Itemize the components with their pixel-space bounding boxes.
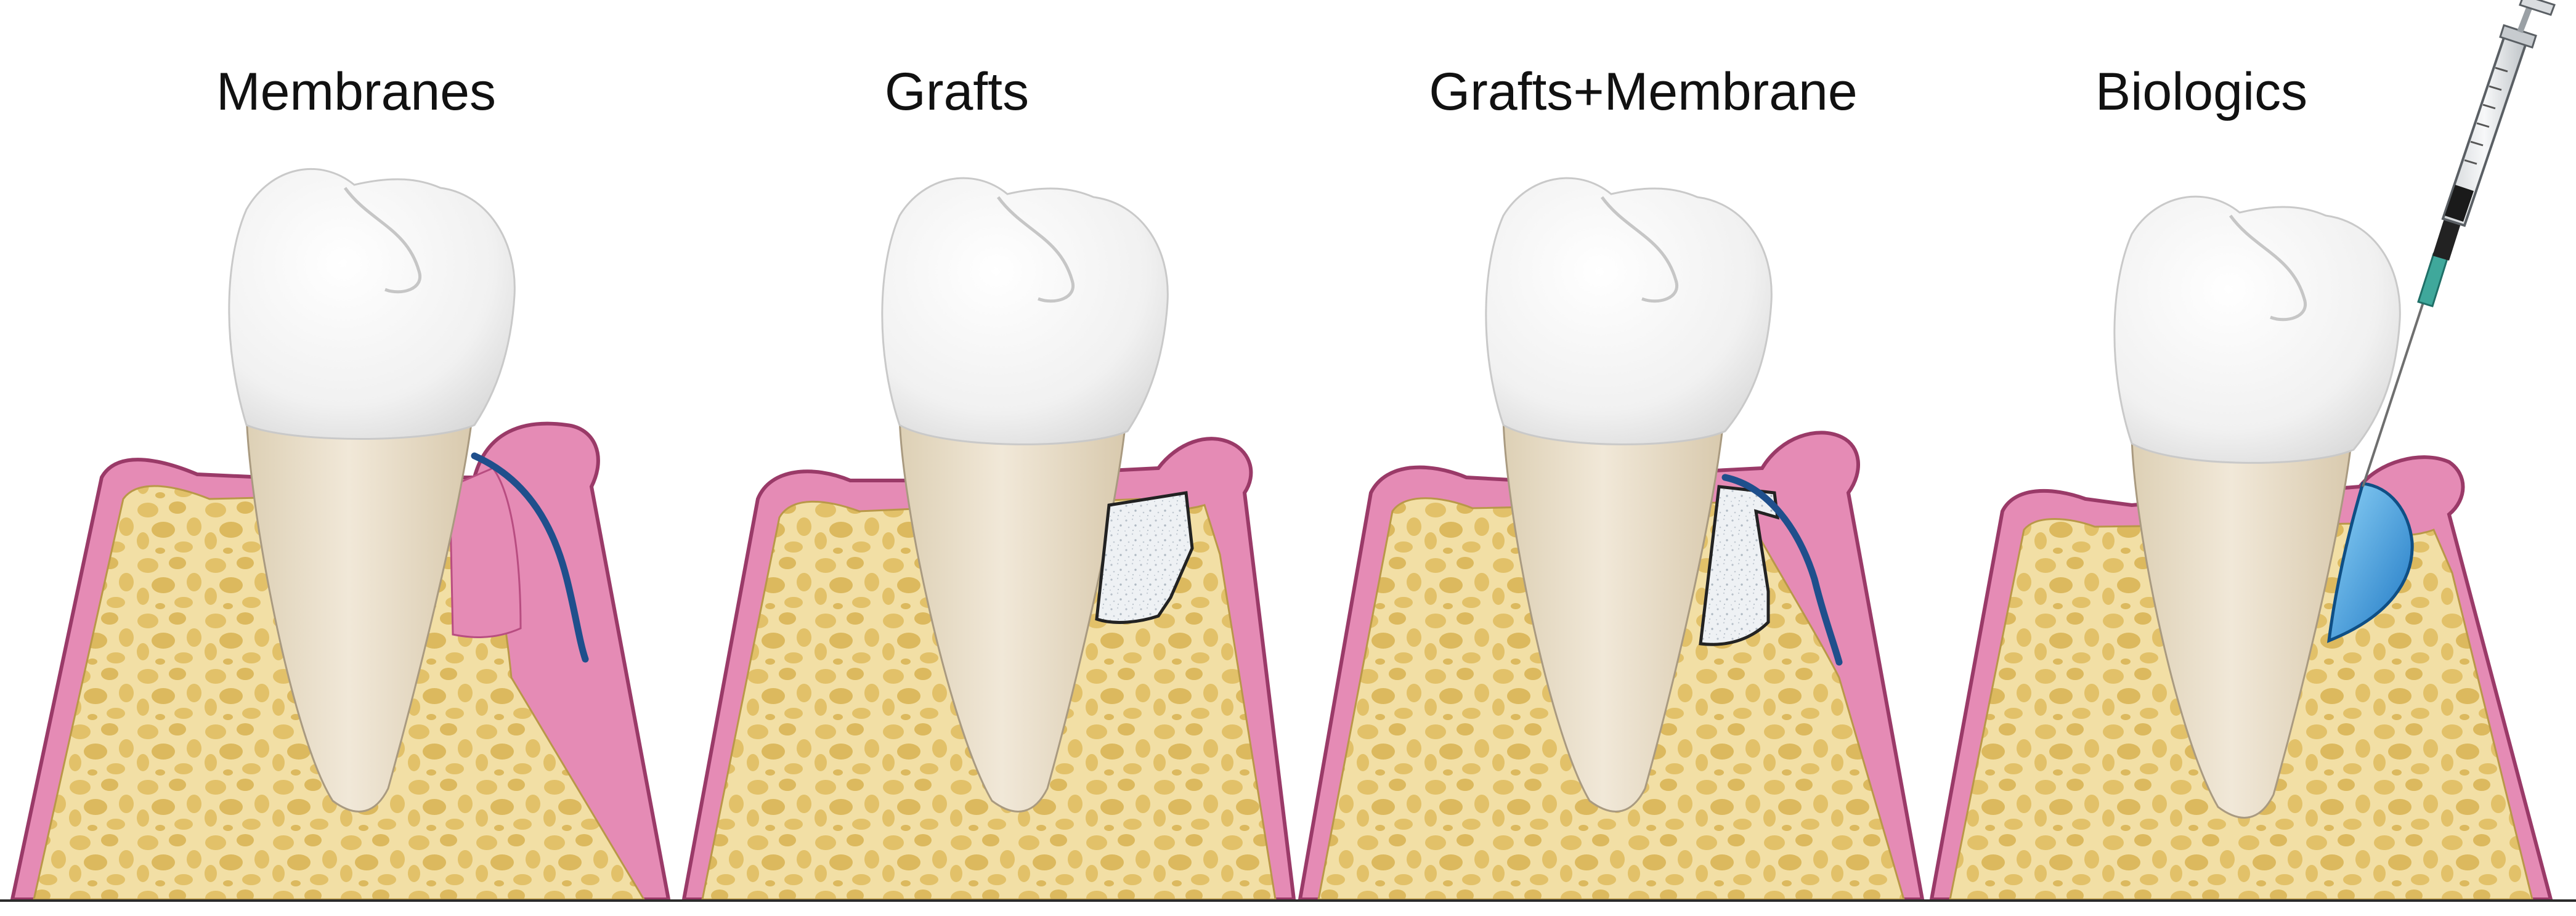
bone-defect: [449, 467, 522, 638]
panel-title-membranes: Membranes: [216, 62, 496, 121]
tooth-root: [245, 393, 476, 813]
bone-graft: [1699, 485, 1779, 646]
crown-fissure: [343, 187, 422, 294]
membrane-line: [1721, 474, 1843, 666]
biologic-gel: [2326, 482, 2414, 643]
panel-biologics: Biologics: [1929, 0, 2556, 901]
bone-graft: [1095, 491, 1194, 624]
panel-grafts: Grafts: [681, 62, 1296, 901]
membrane-line: [471, 452, 589, 663]
panel-grafts-membrane: Grafts+Membrane: [1298, 62, 1925, 901]
tooth-root: [1502, 399, 1726, 813]
tooth-crown: [1485, 177, 1773, 445]
crown-fissure: [1600, 196, 1679, 303]
crown-fissure: [996, 196, 1075, 303]
crown-fissure: [2229, 214, 2307, 322]
panel-title-biologics: Biologics: [2095, 62, 2307, 121]
panel-membranes: Membranes: [10, 62, 671, 901]
panel-title-grafts-membrane: Grafts+Membrane: [1429, 62, 1857, 121]
syringe-icon: [2362, 0, 2556, 487]
tooth-crown: [2113, 195, 2401, 464]
tooth-root: [2131, 418, 2355, 819]
panel-title-grafts: Grafts: [885, 62, 1029, 121]
tooth-crown: [881, 177, 1169, 445]
tooth-crown: [228, 168, 516, 440]
